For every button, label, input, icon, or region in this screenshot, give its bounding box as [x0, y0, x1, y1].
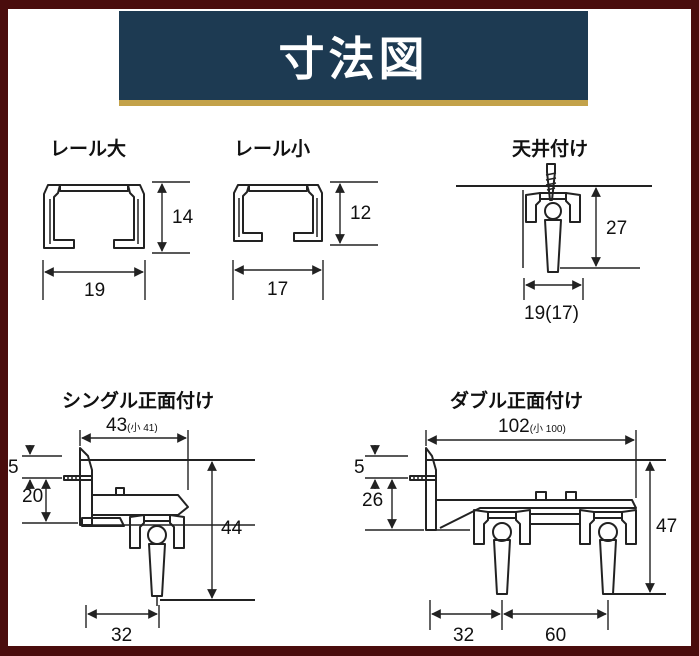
page-title: 寸法図 [278, 31, 429, 86]
single-wall-label: シングル正面付け [62, 390, 215, 412]
rail-large-profile [43, 184, 145, 249]
diagram-frame: 寸法図 [8, 9, 691, 646]
rail-small-height: 12 [350, 203, 372, 224]
ceiling-mount-width: 19(17) [524, 303, 579, 324]
rail-small-dims [232, 181, 378, 300]
ceiling-mount-drawing [456, 163, 652, 273]
double-wall-bottom-width-2: 60 [545, 625, 567, 646]
rail-small-label: レール小 [234, 138, 311, 160]
single-wall-offset-top: 5 [8, 457, 19, 478]
ceiling-mount-height: 27 [606, 218, 628, 239]
single-wall-top-width: 43(小 41) [106, 415, 158, 436]
rail-large-dims [42, 181, 190, 300]
double-wall-top-width: 102(小 100) [498, 416, 566, 437]
double-wall-bottom-width-1: 32 [453, 625, 475, 646]
rail-small-profile [233, 184, 323, 242]
rail-large-height: 14 [172, 207, 194, 228]
double-wall-offset-bracket: 26 [362, 490, 384, 511]
double-wall-height: 47 [656, 516, 678, 537]
single-wall-offset-bracket: 20 [22, 486, 44, 507]
ceiling-mount-label: 天井付け [512, 138, 589, 160]
title-banner: 寸法図 [119, 11, 588, 106]
single-wall-bottom-width: 32 [111, 625, 133, 646]
double-wall-dims [365, 430, 655, 630]
ceiling-mount-dims [523, 185, 640, 300]
rail-small-width: 17 [267, 279, 289, 300]
double-wall-drawing [409, 447, 666, 595]
double-wall-label: ダブル正面付け [450, 390, 584, 412]
rail-large-label: レール大 [50, 138, 127, 160]
rail-large-width: 19 [84, 280, 106, 301]
single-wall-dims [22, 430, 217, 628]
single-wall-drawing [63, 447, 255, 606]
single-wall-height: 44 [221, 518, 243, 539]
double-wall-offset-top: 5 [354, 457, 365, 478]
